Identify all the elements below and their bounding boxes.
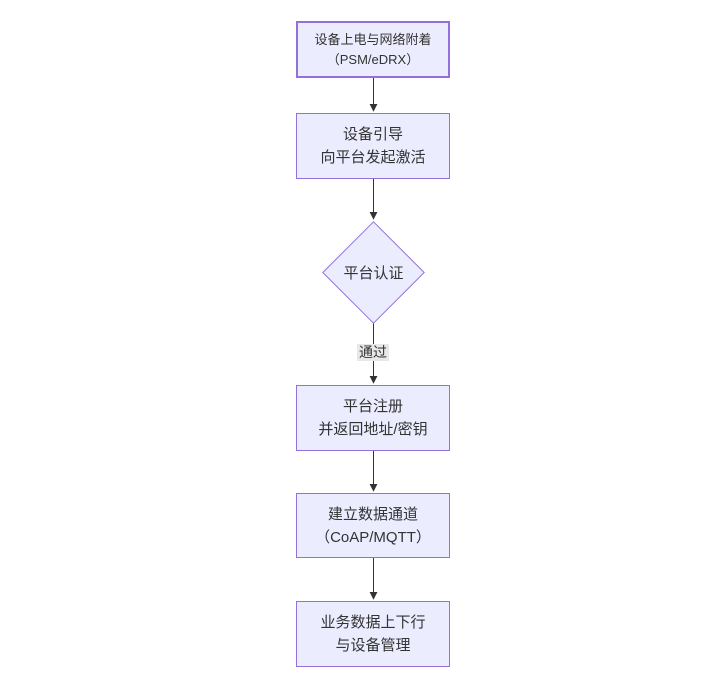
edge-label-pass: 通过 bbox=[357, 344, 389, 361]
node-text-line: 设备引导 bbox=[342, 126, 403, 143]
node-text-line: 向平台发起激活 bbox=[320, 149, 426, 166]
decision-label: 平台认证 bbox=[343, 265, 404, 282]
node-text-line: （CoAP/MQTT） bbox=[315, 528, 431, 546]
node-text-line: 业务数据上下行 bbox=[320, 614, 426, 631]
node-text-line: 建立数据通道 bbox=[327, 505, 418, 523]
node-platform-register: 平台注册 并返回地址/密钥 bbox=[296, 385, 450, 451]
node-text-line: 平台注册 bbox=[342, 398, 403, 415]
node-text-line: 并返回地址/密钥 bbox=[318, 421, 428, 438]
node-text-line: 与设备管理 bbox=[335, 637, 411, 654]
decision-platform-auth: 平台认证 bbox=[322, 221, 425, 324]
node-data-channel: 建立数据通道 （CoAP/MQTT） bbox=[296, 493, 450, 558]
node-device-bootstrap: 设备引导 向平台发起激活 bbox=[296, 113, 450, 179]
diamond-shape bbox=[322, 221, 425, 324]
node-text-line: （PSM/eDRX） bbox=[326, 51, 420, 67]
node-device-power-attach: 设备上电与网络附着 （PSM/eDRX） bbox=[296, 21, 450, 78]
node-text-line: 设备上电与网络附着 bbox=[314, 31, 432, 47]
node-business-data: 业务数据上下行 与设备管理 bbox=[296, 601, 450, 667]
